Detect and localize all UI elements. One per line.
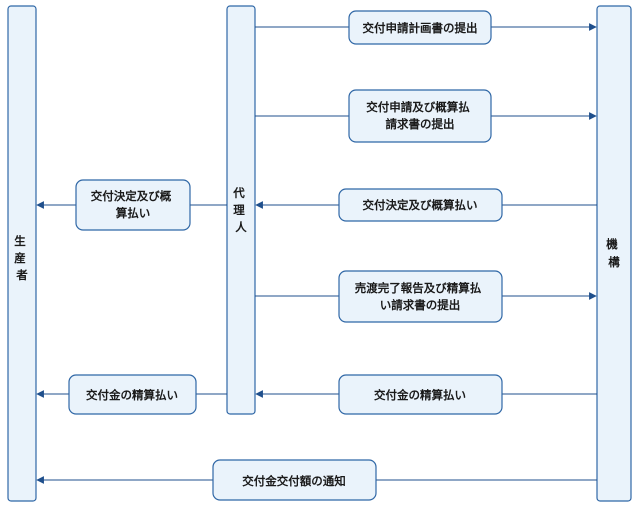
step-amount-notice: 交付金交付額の通知 (212, 459, 377, 501)
step-application-advance-label: 交付申請及び概算払 請求書の提出 (366, 100, 474, 131)
agent-lane-label: 代 理 人 (232, 186, 249, 234)
step-amount-notice-label: 交付金交付額の通知 (242, 474, 346, 488)
step-sales-report: 売渡完了報告及び精算払 い請求書の提出 (338, 270, 503, 323)
step-final-payment-agent-label: 交付金の精算払い (86, 388, 178, 402)
step-application-advance: 交付申請及び概算払 請求書の提出 (348, 89, 492, 143)
step-final-payment-org: 交付金の精算払い (338, 374, 503, 415)
step-final-payment-org-label: 交付金の精算払い (374, 388, 466, 402)
agent-lane: 代 理 人 (226, 5, 256, 415)
step-final-payment-agent: 交付金の精算払い (68, 374, 197, 415)
step-decision-advance-org: 交付決定及び概算払い (338, 188, 503, 222)
step-decision-advance-org-label: 交付決定及び概算払い (363, 198, 478, 212)
producer-lane: 生 産 者 (7, 5, 37, 502)
step-decision-advance-agent: 交付決定及び概 算払い (75, 179, 191, 231)
step-sales-report-label: 売渡完了報告及び精算払 い請求書の提出 (355, 281, 486, 312)
step-decision-advance-agent-label: 交付決定及び概 算払い (91, 189, 176, 220)
organization-lane: 機 構 (596, 5, 632, 502)
step-plan-submission: 交付申請計画書の提出 (348, 10, 492, 45)
producer-lane-label: 生 産 者 (14, 234, 30, 282)
step-plan-submission-label: 交付申請計画書の提出 (363, 21, 478, 35)
organization-lane-label: 機 構 (606, 237, 622, 269)
